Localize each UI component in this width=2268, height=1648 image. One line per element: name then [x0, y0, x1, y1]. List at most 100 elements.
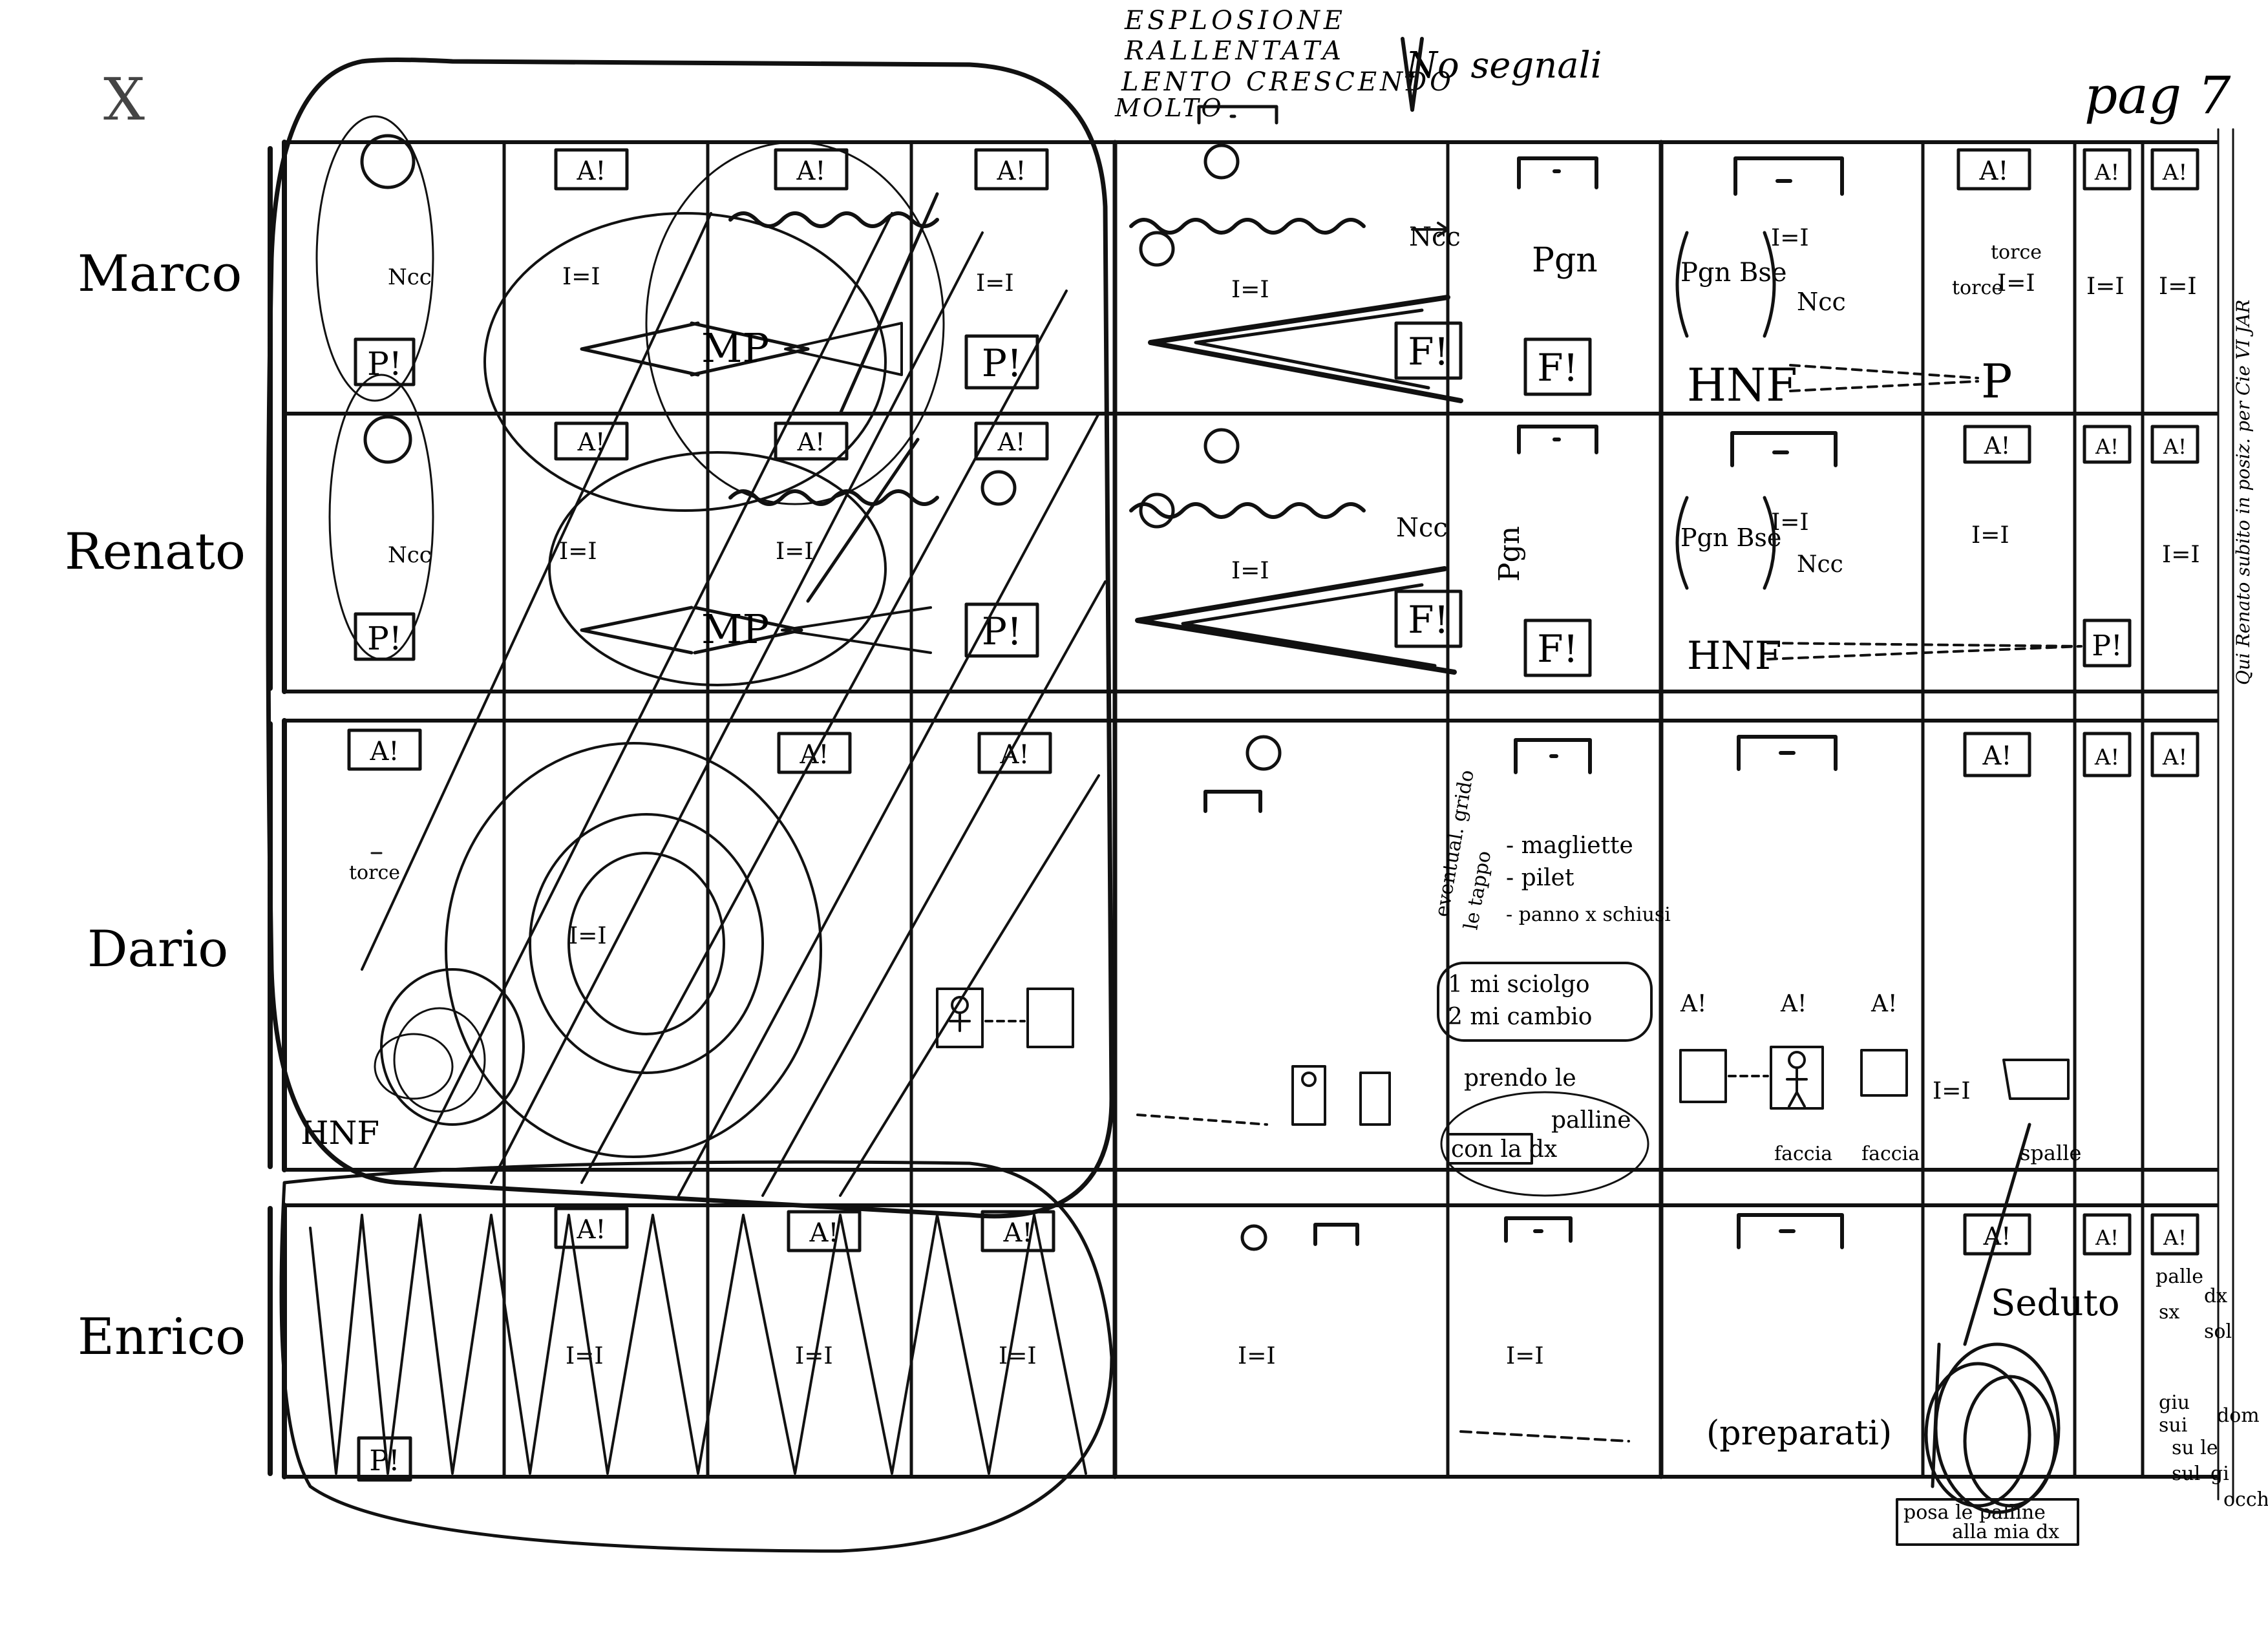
dario-take: prendo le palline con la dx — [1451, 1065, 1631, 1163]
svg-text:I=I: I=I — [562, 264, 600, 290]
svg-text:su le: su le — [2172, 1437, 2218, 1459]
svg-text:le tappo: le tappo — [1459, 849, 1496, 932]
accent-box: A! — [1963, 732, 2031, 777]
accent-box: A! — [774, 148, 849, 191]
svg-text:A!: A! — [997, 156, 1026, 186]
svg-text:I=I: I=I — [559, 538, 597, 565]
svg-text:sol: sol — [2204, 1320, 2232, 1343]
accent-box: A! — [2150, 732, 2199, 777]
crescendo-hairpin-marco — [1148, 295, 1463, 403]
performer-marco: Marco — [78, 245, 242, 303]
svg-text:palline: palline — [1551, 1107, 1631, 1134]
dario-pictograms: A! A! A! faccia faccia spalle — [1679, 991, 2081, 1165]
svg-text:A!: A! — [796, 156, 826, 186]
svg-text:Ncc: Ncc — [1797, 551, 1843, 578]
accent-box: A! — [1963, 425, 2031, 464]
svg-text:2 mi cambio: 2 mi cambio — [1448, 1004, 1592, 1030]
bar-lines — [502, 140, 2145, 1479]
svg-text:prendo le: prendo le — [1464, 1065, 1576, 1092]
dynamic-forte: F! — [1394, 321, 1463, 380]
svg-text:dx: dx — [2204, 1285, 2227, 1307]
svg-text:I=I: I=I — [999, 1343, 1037, 1369]
svg-text:I=I: I=I — [976, 270, 1014, 297]
crescendo-hairpin-renato — [1135, 566, 1457, 675]
marco-pgn-bracket — [1675, 231, 1776, 338]
dario-steps: 1 mi sciolgo 2 mi cambio — [1448, 971, 1592, 1030]
dynamic-piano: P! — [2083, 618, 2132, 668]
accent-box: A! — [2083, 1213, 2132, 1256]
svg-text:Pgn Bse: Pgn Bse — [1680, 258, 1787, 288]
svg-text:faccia: faccia — [1774, 1143, 1832, 1165]
accent-box: A! — [974, 148, 1049, 191]
dario-list: eventual. grido le tappo - magliette - p… — [1430, 768, 1670, 932]
svg-text:A!: A! — [1680, 991, 1706, 1017]
svg-text:A!: A! — [1984, 433, 2010, 460]
svg-text:torce: torce — [1952, 277, 2003, 299]
svg-text:con la dx: con la dx — [1451, 1136, 1557, 1163]
accent-box: A! — [2083, 148, 2132, 191]
performer-enrico: Enrico — [78, 1308, 246, 1366]
svg-text:Ncc: Ncc — [388, 264, 432, 290]
svg-text:I=I: I=I — [1997, 270, 2035, 297]
dario-torce: torce — [349, 861, 400, 884]
svg-text:1 mi sciolgo: 1 mi sciolgo — [1448, 971, 1590, 998]
accent-box: A! — [2150, 148, 2199, 191]
crossed-out-scribbles — [266, 58, 1366, 1553]
svg-text:A!: A! — [2162, 745, 2187, 770]
svg-text:Ncc: Ncc — [1409, 222, 1461, 252]
svg-text:A!: A! — [2095, 1225, 2119, 1250]
svg-text:F!: F! — [1537, 627, 1578, 671]
accent-box: A! — [554, 421, 629, 461]
mezzo-hairpin-renato: MP — [580, 606, 932, 655]
svg-text:sul: sul — [2172, 1463, 2200, 1485]
svg-text:I=I: I=I — [2086, 273, 2125, 300]
svg-text:I=I: I=I — [1238, 1343, 1276, 1369]
dynamic-piano: P! — [354, 337, 416, 386]
svg-text:A!: A! — [2163, 434, 2187, 459]
marco-ncc-arrow — [1411, 222, 1449, 237]
renato-hnf-dash — [1766, 642, 2083, 660]
dynamic-piano: P! — [964, 602, 1039, 658]
accent-box: A! — [347, 728, 422, 771]
svg-text:A!: A! — [2162, 160, 2187, 185]
svg-text:A!: A! — [2094, 160, 2119, 185]
svg-text:I=I: I=I — [569, 923, 607, 949]
enrico-seduto: Seduto — [1991, 1282, 2120, 1324]
svg-text:A!: A! — [2163, 1225, 2187, 1250]
svg-text:Pgn Bse: Pgn Bse — [1680, 523, 1781, 552]
marco-directions: Ncc Ncc Pgn Pgn Bse Ncc torce torce HNF … — [388, 222, 2042, 412]
equal-marks: I=I I=I I=I I=I I=I I=I I=I I=I I=I I=I … — [559, 225, 2200, 1369]
header-fermata-bracket — [1197, 105, 1278, 125]
bang-marks: A! — [1845, 162, 1877, 195]
svg-text:I=I: I=I — [1933, 1078, 1971, 1104]
renato-pgn-bracket — [1675, 496, 1776, 590]
svg-text:palle: palle — [2156, 1265, 2203, 1288]
svg-text:A!: A! — [577, 1215, 606, 1245]
svg-text:A!: A! — [370, 737, 399, 766]
accent-box: A! — [2150, 1213, 2199, 1256]
performer-renato: Renato — [65, 523, 246, 581]
svg-text:MP: MP — [701, 324, 769, 372]
staff-marco-renato — [268, 140, 2219, 694]
svg-text:- pilet: - pilet — [1506, 865, 1574, 891]
svg-text:A!: A! — [797, 428, 825, 456]
dynamic-piano: P! — [354, 612, 416, 661]
right-margin-rule — [2217, 128, 2234, 1501]
accent-box: A! — [977, 732, 1052, 774]
svg-text:alla mia dx: alla mia dx — [1952, 1521, 2059, 1543]
svg-text:A!: A! — [1780, 991, 1807, 1017]
dynamic-forte: F! — [1523, 618, 1592, 677]
svg-text:A!: A! — [1003, 1218, 1033, 1248]
svg-text:MP: MP — [701, 606, 769, 653]
accent-box: A! — [2150, 425, 2199, 464]
svg-text:I=I: I=I — [566, 1343, 604, 1369]
svg-text:dom: dom — [2217, 1404, 2260, 1427]
accent-box: A! — [980, 1210, 1055, 1252]
svg-text:Ncc: Ncc — [1396, 513, 1448, 543]
header-note-2: RALLENTATA — [1124, 36, 1345, 66]
page-number: pag 7 — [2084, 65, 2231, 125]
svg-text:F!: F! — [1408, 330, 1449, 374]
svg-text:I=I: I=I — [1971, 522, 2009, 549]
svg-text:spalle: spalle — [2020, 1141, 2081, 1165]
